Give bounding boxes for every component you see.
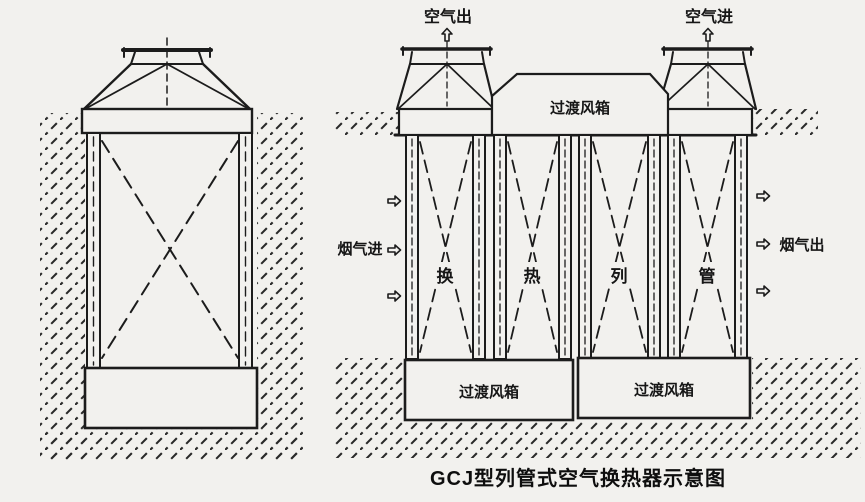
- cross-bracing: [101, 140, 239, 359]
- bottom-transition-left-label: 过渡风箱: [459, 383, 519, 401]
- tube-column: [578, 134, 592, 360]
- bottom-transition-right-label: 过渡风箱: [634, 381, 694, 399]
- bottom-transition-box-right: [576, 356, 752, 420]
- masonry-wall-left: [40, 113, 85, 461]
- caption: GCJ型列管式空气换热器示意图: [430, 466, 726, 490]
- flue-gas-out-arrow-icon: [756, 238, 771, 250]
- flue-gas-in-arrow-icon: [387, 244, 402, 256]
- tube-column: [472, 134, 486, 360]
- air-inlet-label: 空气进: [685, 7, 733, 26]
- top-transition-label: 过渡风箱: [550, 99, 610, 117]
- stack-hood: [82, 51, 252, 111]
- tube-bay-label: 管: [699, 266, 716, 286]
- masonry-wall-right: [257, 113, 303, 461]
- support-column-right: [238, 132, 253, 370]
- support-column-left: [86, 132, 101, 370]
- bottom-transition-box-left: [403, 358, 575, 422]
- tube-column: [647, 134, 661, 360]
- tube-bay-labels: 换 热 列 管: [434, 262, 718, 287]
- flue-gas-out-arrow-icon: [756, 190, 771, 202]
- flue-gas-in-arrow-icon: [387, 290, 402, 302]
- flue-gas-out-label: 烟气出: [779, 236, 824, 254]
- air-out-arrow-icon: [441, 27, 453, 42]
- tube-bay-label: 热: [524, 266, 541, 286]
- air-outlet-hood: [395, 41, 497, 137]
- tube-column: [734, 134, 748, 360]
- flue-gas-in-label: 烟气进: [337, 240, 382, 258]
- masonry-wall-bottom: [40, 429, 303, 461]
- tube-column: [405, 134, 419, 360]
- stack-flange: [121, 47, 213, 58]
- lower-header-box: [83, 366, 259, 430]
- side-view-group: [40, 37, 303, 461]
- tube-bay-label: 换: [437, 266, 455, 286]
- air-outlet-label: 空气出: [424, 7, 472, 26]
- tube-column: [558, 134, 572, 360]
- ground-strip-right: [752, 109, 818, 135]
- front-view-group: 空气出 空气进 过渡风箱: [335, 7, 861, 458]
- tube-column: [493, 134, 507, 360]
- ground-strip-left: [335, 112, 403, 136]
- air-inlet-hood: [656, 41, 758, 137]
- tube-bay-crosses: [419, 141, 734, 353]
- flue-gas-out-arrow-icon: [756, 285, 771, 297]
- air-in-arrow-icon: [702, 27, 714, 42]
- tube-columns: [405, 134, 748, 360]
- upper-header-box: [80, 107, 254, 135]
- tube-column: [667, 134, 681, 360]
- tube-bay-label: 列: [611, 266, 628, 286]
- flue-gas-in-arrow-icon: [387, 195, 402, 207]
